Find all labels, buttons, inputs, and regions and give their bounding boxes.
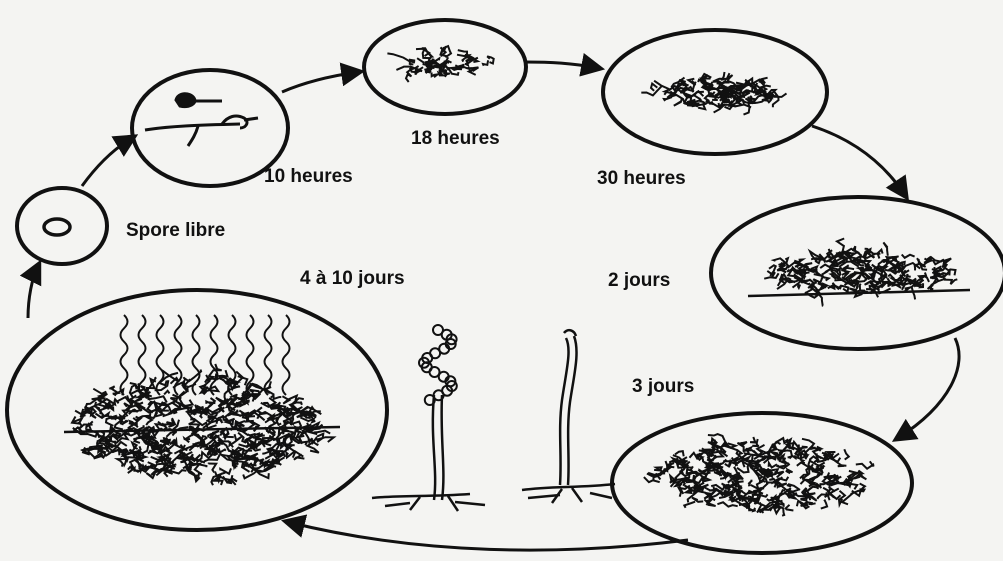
stage-30h-circle (603, 30, 827, 154)
spore-icon (44, 219, 70, 235)
small-mycelium-drawing (387, 46, 493, 82)
arrow-3d-to-4to10d (288, 522, 688, 550)
stage-3d-circle (612, 413, 912, 553)
arrow-10h-to-18h (282, 72, 358, 92)
arrow-spore-to-10h (82, 138, 132, 186)
label-spore-libre: Spore libre (126, 221, 225, 240)
arrow-2d-to-3d (898, 338, 959, 438)
label-3-jours: 3 jours (632, 377, 694, 396)
medium-mycelium-drawing (641, 72, 786, 115)
mature-colony-drawing (72, 364, 334, 485)
spore-chains-drawing (121, 315, 290, 395)
coiled-spore-beads (419, 325, 457, 405)
label-2-jours: 2 jours (608, 271, 670, 290)
germinating-spore-icon (145, 94, 258, 146)
label-4-a-10-jours: 4 à 10 jours (300, 269, 405, 288)
label-10-heures: 10 heures (264, 167, 353, 186)
arrow-4to10d-to-spore (28, 266, 38, 318)
label-18-heures: 18 heures (411, 129, 500, 148)
dense-mycelium-drawing (644, 434, 874, 516)
arrow-18h-to-30h (525, 62, 598, 68)
straight-spore-chain-detail (522, 330, 615, 503)
label-30-heures: 30 heures (597, 169, 686, 188)
arrow-30h-to-2d (812, 126, 905, 195)
stage-spore-circle (17, 188, 107, 264)
